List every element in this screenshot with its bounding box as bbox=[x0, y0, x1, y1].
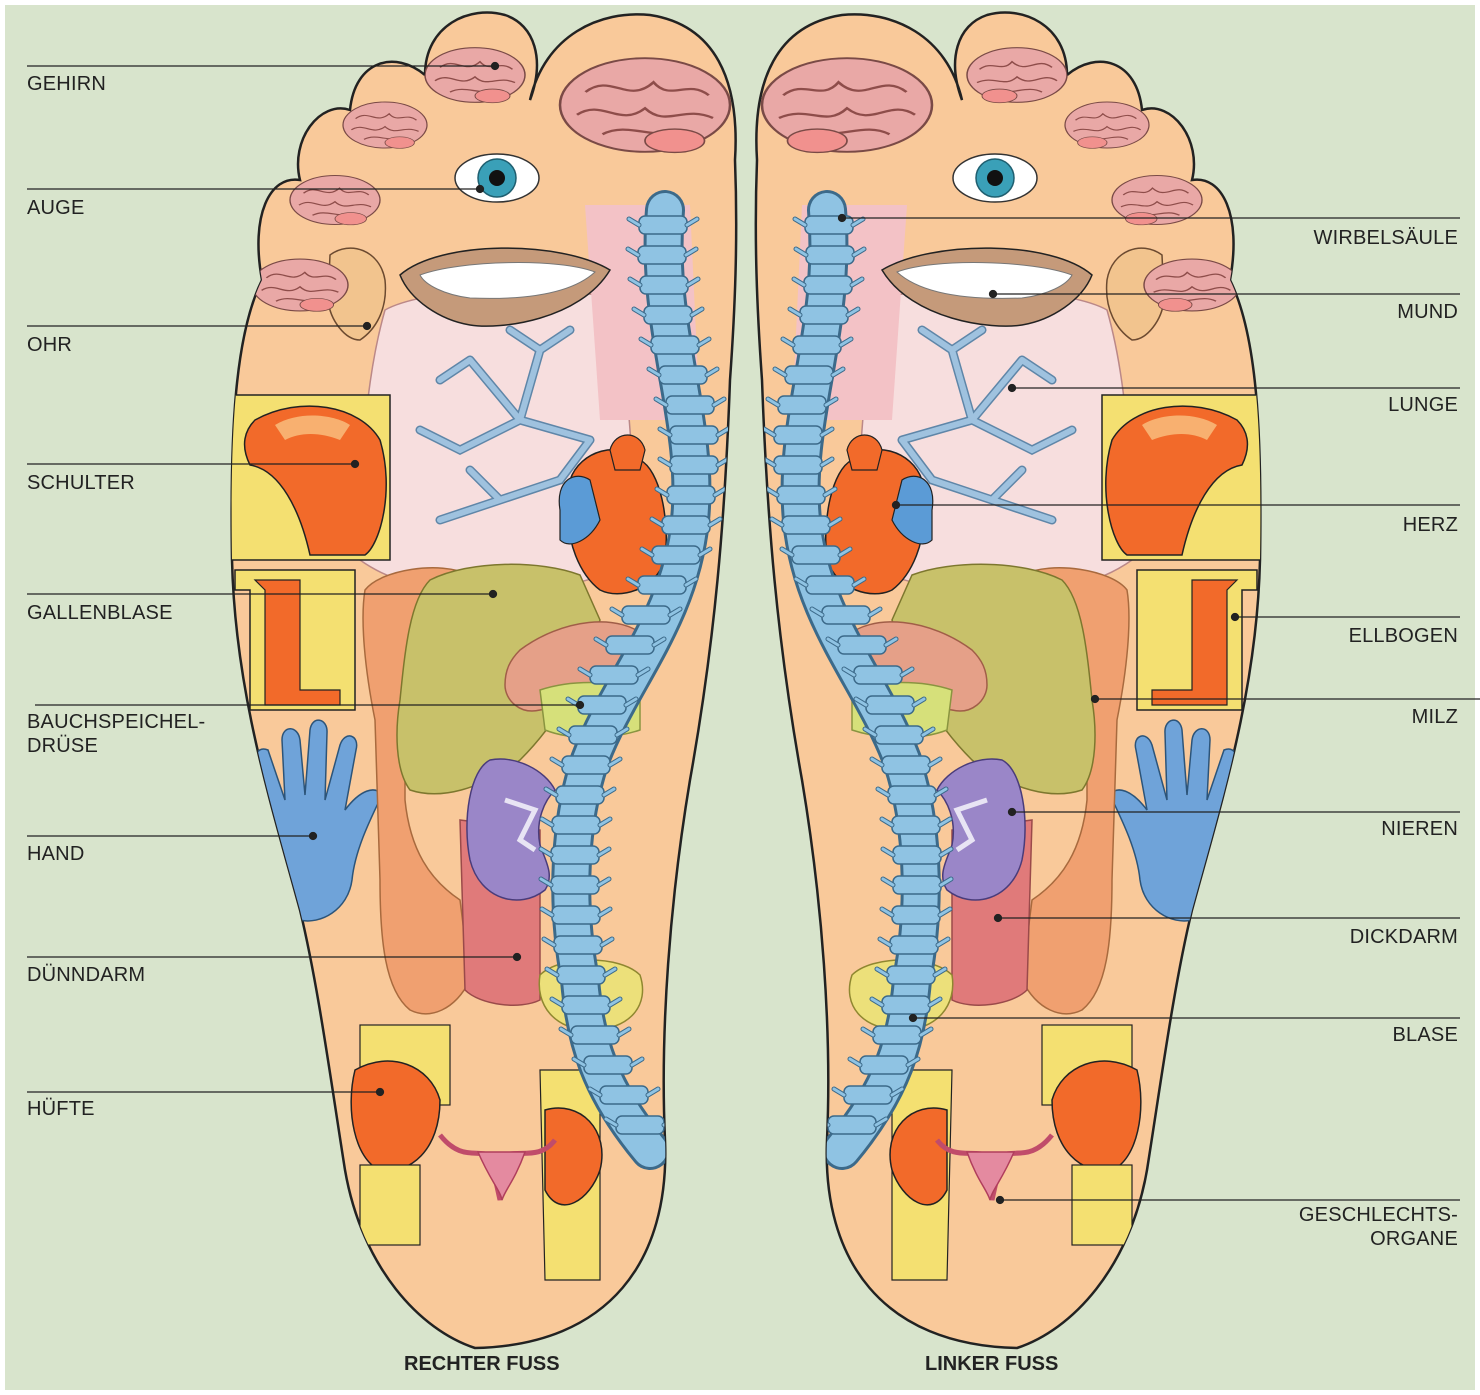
leader-dot bbox=[490, 591, 497, 598]
label-huefte: HÜFTE bbox=[27, 1097, 95, 1121]
label-herz: HERZ bbox=[1403, 513, 1458, 537]
label-text: OHR bbox=[27, 333, 72, 357]
label-duenndarm: DÜNNDARM bbox=[27, 963, 145, 987]
leader-dot bbox=[514, 954, 521, 961]
leader-dot bbox=[577, 702, 584, 709]
leader-dot bbox=[1092, 696, 1099, 703]
label-geschlechtsorgane: GESCHLECHTS-ORGANE bbox=[1299, 1203, 1458, 1251]
label-text: GESCHLECHTS- bbox=[1299, 1203, 1458, 1227]
label-text: NIEREN bbox=[1381, 817, 1458, 841]
left-foot-caption: LINKER FUSS bbox=[925, 1353, 1058, 1376]
leader-dot bbox=[1009, 385, 1016, 392]
label-text: BAUCHSPEICHEL- bbox=[27, 710, 205, 734]
leader-dot bbox=[893, 502, 900, 509]
label-text: HÜFTE bbox=[27, 1097, 95, 1121]
label-text: BLASE bbox=[1393, 1023, 1458, 1047]
label-text: SCHULTER bbox=[27, 471, 135, 495]
label-ohr: OHR bbox=[27, 333, 72, 357]
label-text: HAND bbox=[27, 842, 84, 866]
label-auge: AUGE bbox=[27, 196, 84, 220]
right-foot-caption: RECHTER FUSS bbox=[404, 1353, 560, 1376]
label-gehirn: GEHIRN bbox=[27, 72, 106, 96]
leader-dot bbox=[995, 915, 1002, 922]
label-text: AUGE bbox=[27, 196, 84, 220]
label-gallenblase: GALLENBLASE bbox=[27, 601, 173, 625]
label-schulter: SCHULTER bbox=[27, 471, 135, 495]
label-text-line2: ORGANE bbox=[1299, 1227, 1458, 1251]
label-text: DICKDARM bbox=[1350, 925, 1458, 949]
leader-dot bbox=[1232, 614, 1239, 621]
label-mund: MUND bbox=[1397, 300, 1458, 324]
label-text: WIRBELSÄULE bbox=[1314, 226, 1458, 250]
label-dickdarm: DICKDARM bbox=[1350, 925, 1458, 949]
label-text: GALLENBLASE bbox=[27, 601, 173, 625]
label-text: LUNGE bbox=[1388, 393, 1458, 417]
label-bauchspeichel: BAUCHSPEICHEL-DRÜSE bbox=[27, 710, 205, 758]
label-text: HERZ bbox=[1403, 513, 1458, 537]
leader-dot bbox=[364, 323, 371, 330]
leader-dot bbox=[352, 461, 359, 468]
label-wirbelsaeule: WIRBELSÄULE bbox=[1314, 226, 1458, 250]
leader-dot bbox=[310, 833, 317, 840]
label-hand: HAND bbox=[27, 842, 84, 866]
leader-dot bbox=[1009, 809, 1016, 816]
leader-dot bbox=[492, 63, 499, 70]
label-text: MILZ bbox=[1412, 705, 1458, 729]
label-text: ELLBOGEN bbox=[1349, 624, 1458, 648]
label-text-line2: DRÜSE bbox=[27, 734, 205, 758]
label-milz: MILZ bbox=[1412, 705, 1458, 729]
label-text: GEHIRN bbox=[27, 72, 106, 96]
label-lunge: LUNGE bbox=[1388, 393, 1458, 417]
label-blase: BLASE bbox=[1393, 1023, 1458, 1047]
leader-dot bbox=[990, 291, 997, 298]
leader-dot bbox=[997, 1197, 1004, 1204]
label-ellbogen: ELLBOGEN bbox=[1349, 624, 1458, 648]
label-nieren: NIEREN bbox=[1381, 817, 1458, 841]
leader-dot bbox=[839, 215, 846, 222]
leader-dot bbox=[377, 1089, 384, 1096]
label-text: MUND bbox=[1397, 300, 1458, 324]
leader-dot bbox=[910, 1015, 917, 1022]
leader-dot bbox=[477, 186, 484, 193]
label-text: DÜNNDARM bbox=[27, 963, 145, 987]
